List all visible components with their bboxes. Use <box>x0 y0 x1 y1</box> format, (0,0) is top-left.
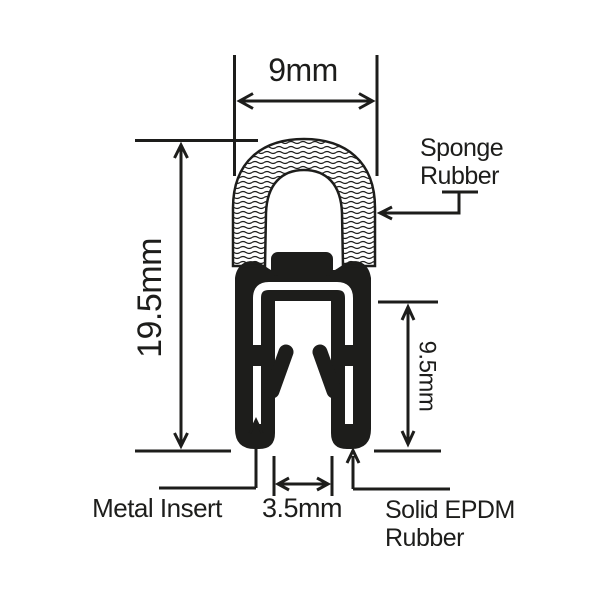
slot-crossbar-left <box>251 345 263 366</box>
leader-line <box>159 426 258 490</box>
part-label-metal-insert: Metal Insert <box>92 493 223 523</box>
part-label-solid-line1: Solid EPDM <box>385 496 515 524</box>
arrowhead-up <box>345 447 361 464</box>
label-sponge-rubber: Sponge Rubber <box>376 134 504 221</box>
arrowhead-left <box>376 205 393 221</box>
dimension-label-top-width: 9mm <box>268 52 338 88</box>
channel-outline <box>253 282 353 424</box>
arrowhead-left <box>236 92 254 110</box>
arrowhead-up <box>173 141 189 159</box>
arrowhead-down <box>173 432 189 450</box>
dimension-bottom-gap: 3.5mm <box>262 456 343 523</box>
arrowhead-right <box>316 476 332 492</box>
dimension-label-side-height: 9.5mm <box>414 341 441 412</box>
grip-finger-left <box>264 344 294 399</box>
arrowhead-up <box>248 417 264 434</box>
grip-finger-right <box>312 344 342 399</box>
slot-crossbar-right <box>343 345 355 366</box>
arrowhead-down <box>400 430 416 448</box>
arrowhead-right <box>358 92 376 110</box>
dimension-side-height: 9.5mm <box>374 300 441 453</box>
part-label-sponge-line1: Sponge <box>420 134 503 162</box>
dimension-top-width: 9mm <box>233 52 379 176</box>
arrowhead-up <box>400 303 416 321</box>
dimension-label-overall-height: 19.5mm <box>131 238 169 358</box>
arrowhead-left <box>274 476 290 492</box>
channel-top-bump <box>271 252 333 276</box>
leader-line <box>381 190 478 215</box>
dimension-overall-height: 19.5mm <box>131 139 258 453</box>
label-solid-epdm-rubber: Solid EPDM Rubber <box>345 447 515 552</box>
label-metal-insert: Metal Insert <box>92 417 264 523</box>
sponge-bulb-ring <box>231 137 377 268</box>
part-label-sponge-line2: Rubber <box>420 162 499 190</box>
dimension-label-bottom-gap: 3.5mm <box>262 493 342 523</box>
leader-line <box>351 456 450 491</box>
part-label-solid-line2: Rubber <box>385 524 464 552</box>
seal-profile <box>231 137 377 449</box>
